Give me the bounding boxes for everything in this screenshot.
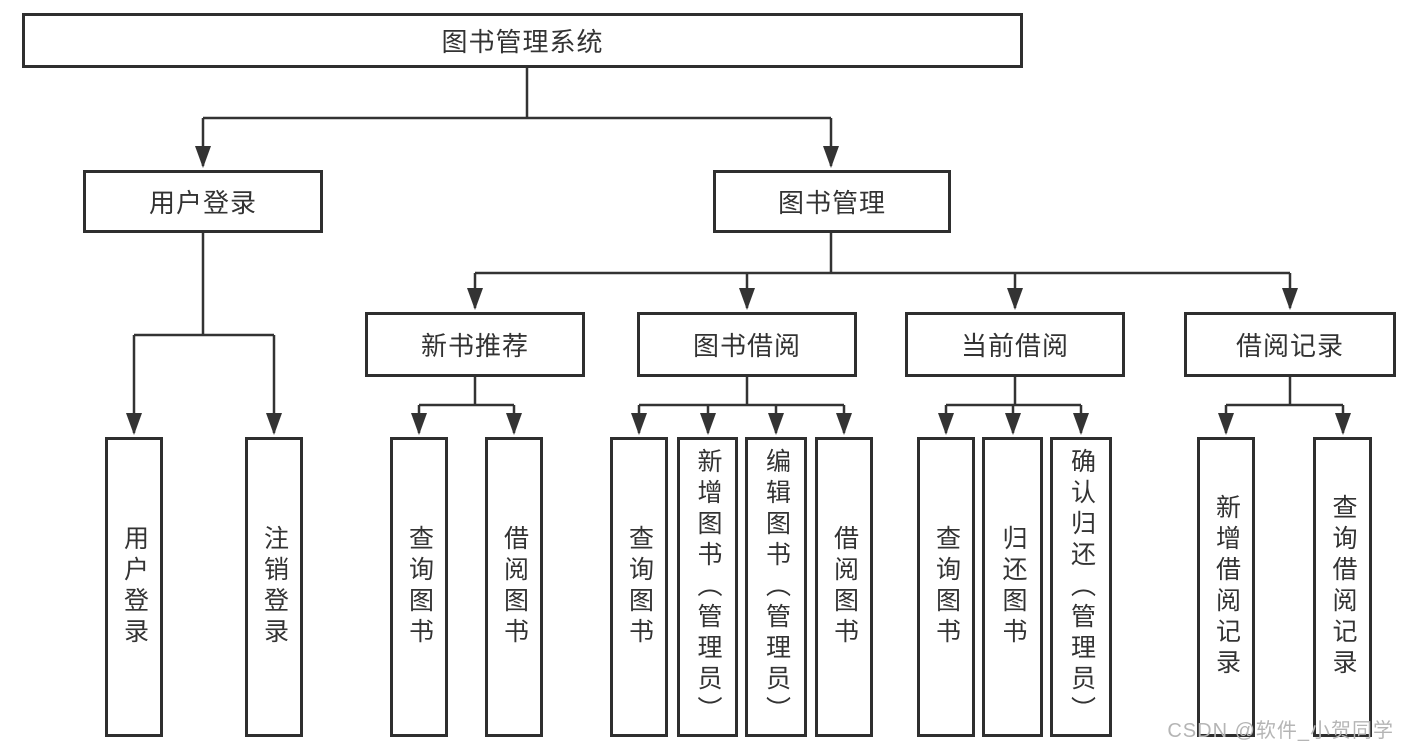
node-book-management: 图书管理 <box>713 170 951 233</box>
leaf-label: 查询图书 <box>625 525 654 649</box>
leaf-recommend-search-books: 查询图书 <box>390 437 448 737</box>
leaf-borrow-add-books-admin: 新增图书（管理员） <box>677 437 738 737</box>
leaf-borrow-search-books: 查询图书 <box>610 437 668 737</box>
leaf-label: 借阅图书 <box>500 525 529 649</box>
node-book-borrowing: 图书借阅 <box>637 312 857 377</box>
leaf-label: 用户登录 <box>120 525 149 649</box>
connector-current-borrowing-children <box>938 377 1089 435</box>
leaf-label: 新增借阅记录 <box>1212 494 1241 680</box>
node-new-book-recommend: 新书推荐 <box>365 312 585 377</box>
node-root: 图书管理系统 <box>22 13 1023 68</box>
connector-book-management-children <box>467 233 1298 310</box>
leaf-label: 查询图书 <box>932 525 961 649</box>
leaf-label: 查询图书 <box>405 525 434 649</box>
leaf-user-login: 用户登录 <box>105 437 163 737</box>
connector-user-login-children <box>126 233 282 435</box>
leaf-label: 新增图书（管理员） <box>694 447 722 727</box>
leaf-current-search-books: 查询图书 <box>917 437 975 737</box>
leaf-borrow-edit-books-admin: 编辑图书（管理员） <box>745 437 807 737</box>
watermark: CSDN @软件_小贺同学 <box>1167 720 1394 742</box>
leaf-records-add-record: 新增借阅记录 <box>1197 437 1255 737</box>
leaf-borrow-borrow-books: 借阅图书 <box>815 437 873 737</box>
leaf-recommend-borrow-books: 借阅图书 <box>485 437 543 737</box>
leaf-current-return-books: 归还图书 <box>982 437 1043 737</box>
leaf-current-confirm-return-admin: 确认归还（管理员） <box>1050 437 1112 737</box>
leaf-label: 注销登录 <box>260 525 289 649</box>
leaf-logout: 注销登录 <box>245 437 303 737</box>
leaf-records-search-record: 查询借阅记录 <box>1313 437 1372 737</box>
connector-borrowing-records-children <box>1218 377 1351 435</box>
connector-root-to-level1 <box>195 68 839 168</box>
connector-book-borrowing-children <box>631 377 852 435</box>
leaf-label: 借阅图书 <box>830 525 859 649</box>
leaf-label: 查询借阅记录 <box>1329 494 1357 680</box>
leaf-label: 归还图书 <box>999 525 1027 649</box>
connector-new-book-recommend-children <box>411 377 522 435</box>
node-borrowing-records: 借阅记录 <box>1184 312 1396 377</box>
node-user-login: 用户登录 <box>83 170 323 233</box>
node-current-borrowing: 当前借阅 <box>905 312 1125 377</box>
leaf-label: 编辑图书（管理员） <box>762 447 791 727</box>
leaf-label: 确认归还（管理员） <box>1067 447 1096 727</box>
